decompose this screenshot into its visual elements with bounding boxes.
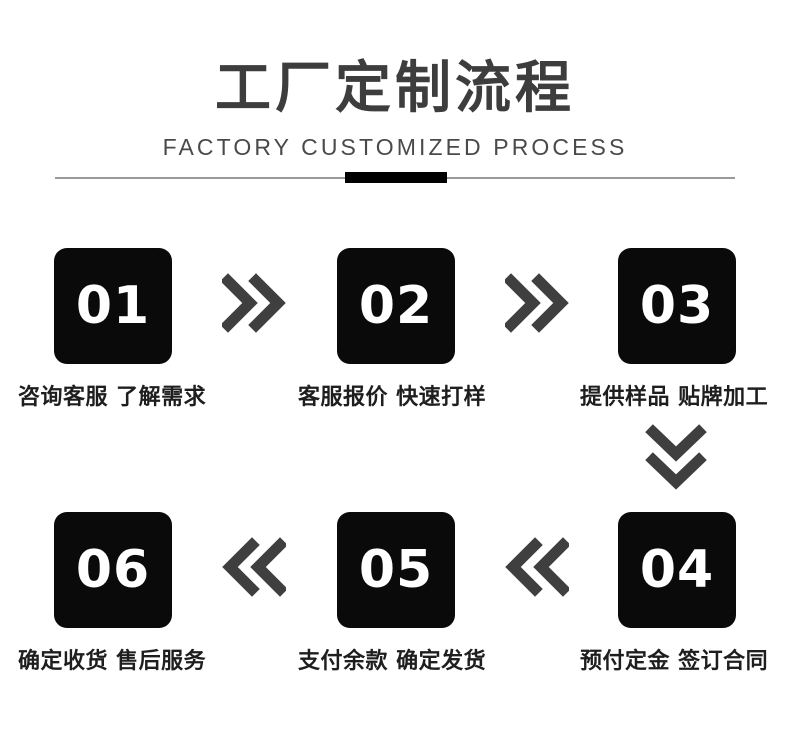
page-title: 工厂定制流程 [215, 56, 575, 121]
step-number-box-06: 06 [54, 512, 172, 628]
process-step-06: 06 确定收货 售后服务 [18, 512, 334, 676]
step-number-06: 06 [75, 540, 151, 600]
process-step-03: 03 提供样品 贴牌加工 [580, 248, 790, 412]
step-number-02: 02 [358, 276, 434, 336]
step-number-03: 03 [639, 276, 715, 336]
page-subtitle: FACTORY CUSTOMIZED PROCESS [162, 134, 628, 160]
step-label-01: 咨询客服 了解需求 [18, 385, 207, 410]
process-step-01: 01 咨询客服 了解需求 [18, 248, 334, 412]
step-label-05: 支付余款 确定发货 [298, 649, 487, 674]
step-label-04: 预付定金 签订合同 [580, 649, 769, 674]
step-number-box-02: 02 [337, 248, 455, 364]
step-number-05: 05 [358, 540, 434, 600]
step-number-box-01: 01 [54, 248, 172, 364]
process-step-05: 05 支付余款 确定发货 [298, 512, 617, 676]
step-number-box-05: 05 [337, 512, 455, 628]
step-label-03: 提供样品 贴牌加工 [580, 385, 769, 410]
header-divider-accent-bar [345, 172, 447, 183]
chevron-double-left-icon [222, 537, 286, 597]
chevron-double-down-icon [645, 424, 707, 490]
step-label-06: 确定收货 售后服务 [18, 649, 207, 674]
chevron-double-left-icon [505, 537, 569, 597]
step-number-04: 04 [639, 540, 715, 600]
step-number-box-03: 03 [618, 248, 736, 364]
chevron-double-right-icon [505, 273, 569, 333]
chevron-double-right-icon [222, 273, 286, 333]
process-step-02: 02 客服报价 快速打样 [298, 248, 617, 412]
step-label-02: 客服报价 快速打样 [298, 385, 487, 410]
process-step-04: 04 预付定金 签订合同 [580, 512, 790, 676]
step-number-box-04: 04 [618, 512, 736, 628]
step-number-01: 01 [75, 276, 151, 336]
